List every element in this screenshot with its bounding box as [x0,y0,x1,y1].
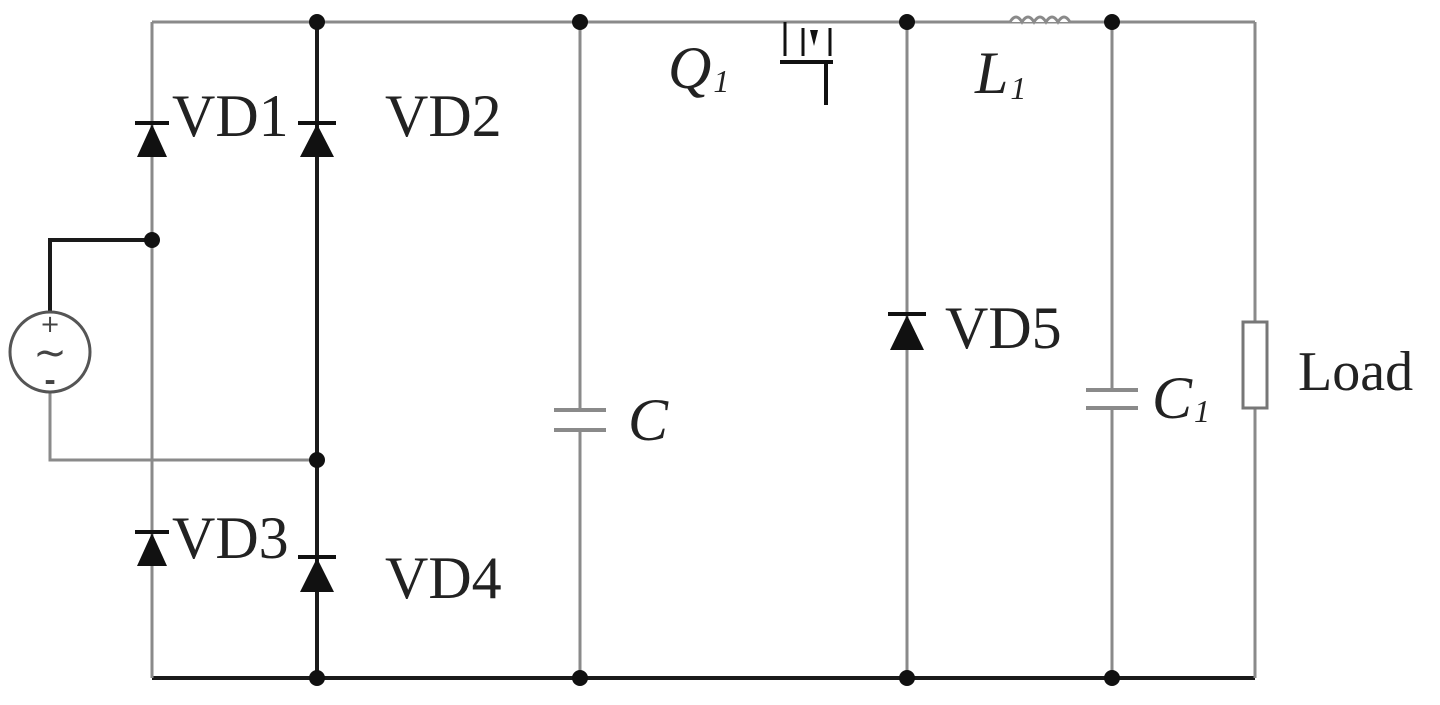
junction-node [1104,14,1120,30]
diode-vd2 [298,121,336,157]
label-q1-sub: 1 [713,63,729,99]
label-l1-sub: 1 [1010,70,1026,106]
label-l1: L1 [974,40,1026,106]
ac-source-icon [8,310,92,394]
source-wire-top [48,238,152,312]
load-resistor-icon [1241,320,1269,410]
label-vd3: VD3 [172,505,289,571]
diode-vd3 [135,530,169,566]
junction-node [309,452,325,468]
mosfet-q1-icon [780,22,833,105]
junction-node [572,14,588,30]
junction-node [309,670,325,686]
label-vd1: VD1 [172,83,289,149]
junction-node [144,232,160,248]
label-q1: Q1 [668,35,729,101]
diode-vd1-icon [137,124,167,157]
diode-vd5 [888,312,926,350]
junction-node [899,670,915,686]
junction-node [1104,670,1120,686]
label-vd4: VD4 [385,545,502,611]
source-wire-bottom [48,392,317,462]
diode-vd4-icon [300,558,334,592]
source-wave-symbol: ~ [33,330,67,376]
junction-node [572,670,588,686]
label-c1-main: C [1152,365,1193,431]
source-plus-sign: + [40,310,60,338]
diode-vd3-icon [137,533,167,566]
diode-vd1 [135,121,169,157]
label-vd5: VD5 [945,295,1062,361]
label-c1-sub: 1 [1194,393,1210,429]
diode-vd5-icon [890,315,924,350]
junction-node [309,14,325,30]
label-c: C [628,387,669,453]
inductor-l1-icon [1008,15,1072,25]
diode-vd4 [298,555,336,592]
source-minus-sign: - [44,364,56,397]
junction-nodes [144,14,1120,686]
label-l1-main: L [974,40,1008,106]
label-vd2: VD2 [385,83,502,149]
label-load: Load [1298,341,1413,403]
label-q1-main: Q [668,35,711,101]
junction-node [899,14,915,30]
diode-vd2-icon [300,124,334,157]
label-c1: C1 [1152,365,1210,431]
